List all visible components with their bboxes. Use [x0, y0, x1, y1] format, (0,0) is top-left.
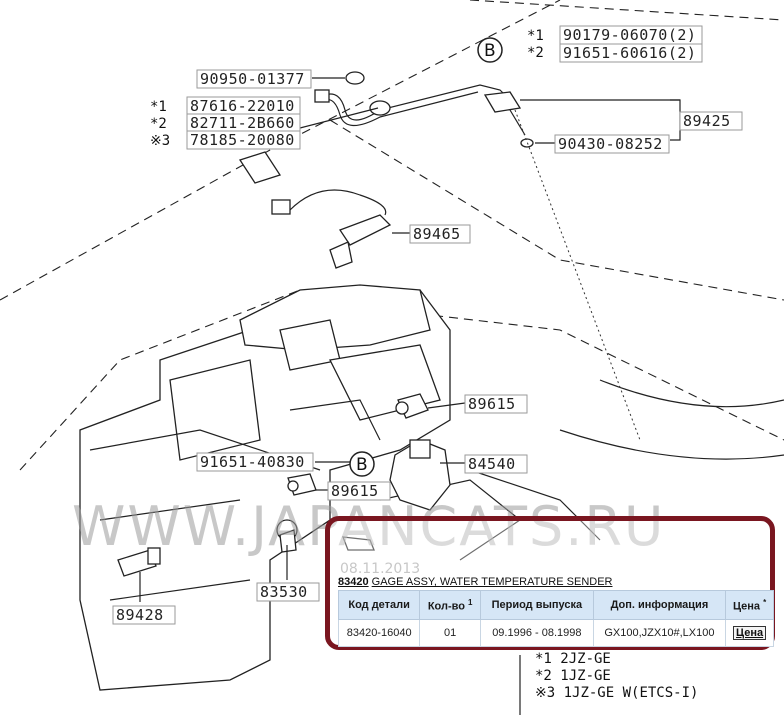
note-2jz-ge: *1 2JZ-GE [535, 651, 611, 667]
cell-extra-info: GX100,JZX10#,LX100 [592, 619, 727, 647]
callout-b-letter-top: B [484, 41, 496, 61]
header-part-code: Код детали [337, 590, 421, 620]
leader-lines [139, 77, 681, 602]
label-82711-2b660: 82711-2B660 [190, 114, 295, 132]
body-outline-right [329, 119, 784, 301]
body-outline-lower [299, 299, 784, 441]
part-group-code[interactable]: 83420 [338, 576, 369, 588]
marker-1: *1 [150, 99, 167, 115]
table-header-row: Код детали Кол-во 1 Период выпуска Доп. … [337, 590, 774, 620]
marker-2: *2 [150, 116, 167, 132]
callout-b-circle-mid [349, 451, 375, 477]
header-period: Период выпуска [480, 590, 594, 620]
sensor-89428 [117, 547, 161, 577]
watermark-text: WWW.JAPANCATS.RU [72, 495, 665, 558]
sensor-89615-upper [395, 393, 429, 419]
label-84540: 84540 [468, 455, 516, 473]
label-91651-40830: 91651-40830 [200, 453, 305, 471]
marker-1-top: *1 [527, 28, 544, 44]
part-info-title[interactable]: 83420 GAGE ASSY, WATER TEMPERATURE SENDE… [338, 576, 758, 588]
cell-price: Цена [725, 619, 774, 647]
label-90179-06070: 90179-06070(2) [563, 26, 696, 44]
header-price: Цена * [725, 590, 774, 620]
body-outline-left [19, 289, 301, 471]
engine-block [79, 284, 601, 691]
watermark-date: 08.11.2013 [340, 561, 420, 577]
price-button[interactable]: Цена [733, 626, 767, 640]
oxygen-sensor-harness [238, 71, 534, 269]
cell-part-code: 83420-16040 [337, 619, 421, 647]
marker-2-top: *2 [527, 45, 544, 61]
label-78185-20080: 78185-20080 [190, 131, 295, 149]
part-group-description[interactable]: GAGE ASSY, WATER TEMPERATURE SENDER [371, 576, 613, 588]
cell-period: 09.1996 - 08.1998 [480, 619, 594, 647]
label-90950-01377: 90950-01377 [200, 70, 305, 88]
fender-curve [599, 379, 784, 408]
header-extra-info: Доп. информация [592, 590, 727, 620]
sender-83420 [342, 536, 375, 551]
cell-qty: 01 [419, 619, 482, 647]
fender-curve-2 [559, 429, 784, 460]
callout-b-circle-top [477, 37, 503, 63]
table-row: 83420-16040 01 09.1996 - 08.1998 GX100,J… [337, 619, 774, 647]
label-83530: 83530 [260, 583, 308, 601]
throttle-sensor-84540 [389, 439, 451, 511]
label-89615-lower: 89615 [331, 482, 379, 500]
label-89465: 89465 [413, 225, 461, 243]
hood-outline [0, 0, 561, 301]
header-qty: Кол-во 1 [419, 590, 482, 620]
label-87616-22010: 87616-22010 [190, 97, 295, 115]
label-90430-08252: 90430-08252 [558, 135, 663, 153]
leader-dotted-b [514, 109, 641, 441]
body-outline-edge [469, 0, 784, 21]
note-1jz-ge-etcs: ※3 1JZ-GE W(ETCS-I) [535, 685, 698, 701]
switch-83530 [276, 519, 298, 553]
label-89425: 89425 [683, 112, 731, 130]
sensor-89615-lower [287, 473, 317, 496]
marker-3: ※3 [150, 133, 170, 149]
note-1jz-ge: *2 1JZ-GE [535, 668, 611, 684]
callout-b-letter-mid: B [356, 455, 368, 475]
parts-table: Код детали Кол-во 1 Период выпуска Доп. … [337, 590, 774, 647]
label-89428: 89428 [116, 606, 164, 624]
label-89615-upper: 89615 [468, 395, 516, 413]
label-91651-60616: 91651-60616(2) [563, 44, 696, 62]
